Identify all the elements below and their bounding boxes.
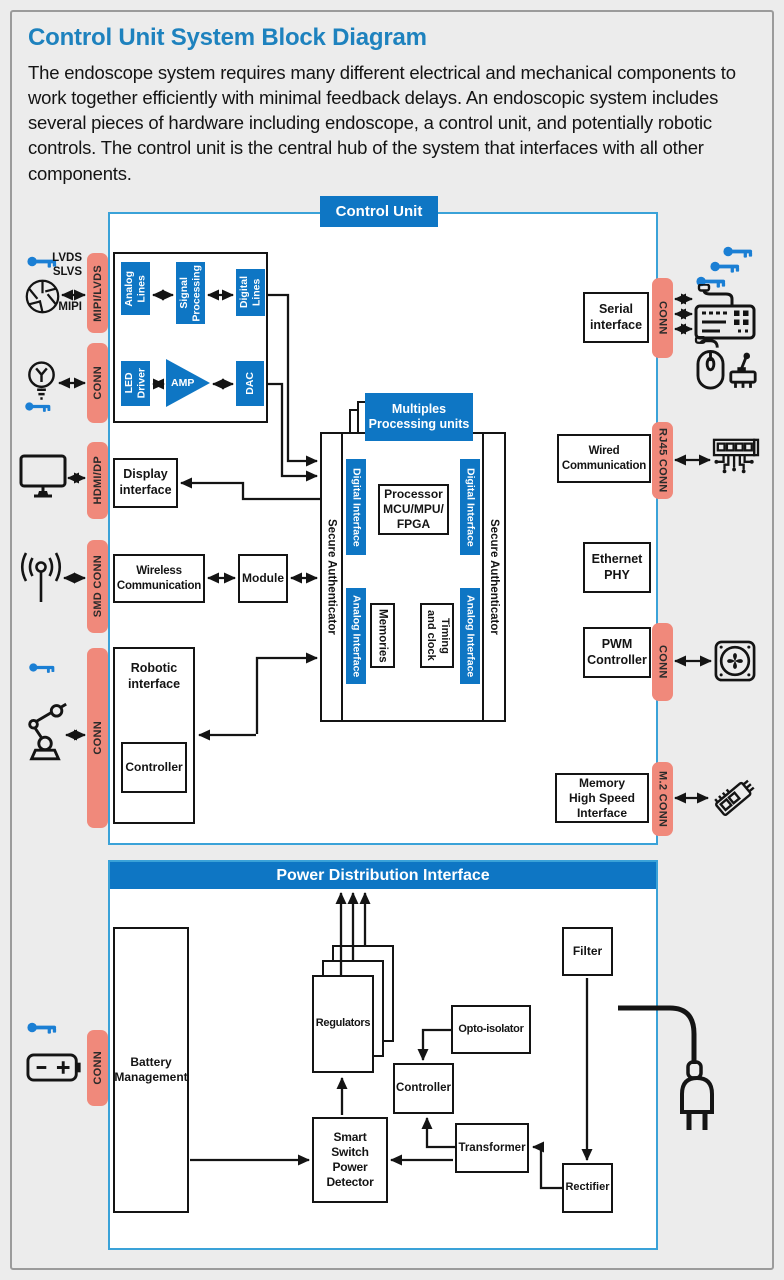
block-label: Secure Authenticator [488,519,501,635]
port-conn-fan: CONN [652,623,673,701]
processor-block: Processor MCU/MPU/ FPGA [378,484,449,535]
ethernet-switch-icon [712,438,760,474]
digital-interface-left: Digital Interface [346,459,366,555]
block-label: AMP [171,377,195,389]
robot-arm-icon [28,702,67,761]
block-label: Digital Lines [237,276,263,309]
page-border [10,10,774,1270]
control-unit-header: Control Unit [320,196,438,227]
key-icon [710,261,740,273]
port-mipi-lvds: MIPI/LVDS [87,253,108,333]
port-label: RJ45 CONN [656,428,669,493]
key-icon [27,256,57,268]
camera-aperture-icon [25,279,60,314]
analog-lines-block: Analog Lines [121,262,150,315]
monitor-icon [19,454,67,498]
port-rj45-conn: RJ45 CONN [652,422,673,499]
port-label: CONN [656,301,669,335]
analog-interface-left: Analog Interface [346,588,366,684]
battery-management-block: Battery Management [113,927,189,1213]
port-conn-robotic: CONN [87,648,108,828]
antenna-icon [20,552,62,602]
fan-icon [714,640,756,682]
digital-interface-right: Digital Interface [460,459,480,555]
block-label: LED Driver [122,368,148,399]
block-label: Analog Interface [350,594,363,678]
led-driver-block: LED Driver [121,361,150,406]
regulators-block: Regulators [312,975,374,1073]
robotic-interface-block: Robotic interface [113,647,195,824]
analog-interface-right: Analog Interface [460,588,480,684]
light-source-icon [28,361,55,400]
intro-paragraph: The endoscope system requires many diffe… [28,62,736,184]
dac-block: DAC [236,361,264,406]
port-conn-battery: CONN [87,1030,108,1106]
key-icon [25,402,51,412]
key-icon [27,1022,57,1034]
signal-label-mipi: MIPI [58,301,82,313]
key-icon [723,246,753,258]
display-interface-block: Display interface [113,458,178,508]
rectifier-block: Rectifier [562,1163,613,1213]
power-controller-block: Controller [393,1063,454,1114]
digital-lines-block: Digital Lines [236,269,265,316]
ethernet-phy-block: Ethernet PHY [583,542,651,593]
robotic-controller-block: Controller [121,742,187,793]
power-header: Power Distribution Interface [110,862,656,889]
filter-block: Filter [562,927,613,976]
block-label: Timing and clock [425,610,451,661]
port-m2-conn: M.2 CONN [652,762,673,836]
m2-ssd-icon [714,779,755,817]
mouse-icon [694,336,725,390]
block-label: DAC [243,372,256,395]
block-label: Secure Authenticator [325,519,338,635]
signal-processing-block: Signal Processing [176,262,205,324]
block-label: Analog Lines [122,270,148,307]
battery-icon [26,1053,81,1082]
key-icon [29,663,55,673]
port-conn-light: CONN [87,343,108,423]
timing-clock-block: Timing and clock [420,603,454,668]
memory-high-speed-block: Memory High Speed Interface [555,773,649,823]
secure-authenticator-right: Secure Authenticator [482,432,506,722]
smart-switch-block: Smart Switch Power Detector [312,1117,388,1203]
joystick-icon [729,352,757,388]
port-label: MIPI/LVDS [91,264,104,322]
wireless-communication-block: Wireless Communication [113,554,205,603]
block-label: Digital Interface [464,467,477,547]
secure-authenticator-left: Secure Authenticator [320,432,343,722]
wired-communication-block: Wired Communication [557,434,651,483]
port-label: HDMI/DP [91,456,104,505]
port-label: SMD CONN [91,555,104,618]
port-hdmi-dp: HDMI/DP [87,442,108,519]
block-label: Memories [376,608,389,663]
port-label: M.2 CONN [656,770,669,828]
port-label: CONN [91,1051,104,1085]
serial-interface-block: Serial interface [583,292,649,343]
opto-isolator-block: Opto-isolator [451,1005,531,1054]
pwm-controller-block: PWM Controller [583,627,651,678]
transformer-block: Transformer [455,1123,529,1173]
port-label: CONN [656,645,669,679]
keyboard-icon [694,284,756,340]
block-label: Analog Interface [464,594,477,678]
memories-block: Memories [370,603,395,668]
multiples-processing-units-block: Multiples Processing units [365,393,473,441]
block-label: Signal Processing [177,264,203,322]
port-smd-conn: SMD CONN [87,540,108,633]
block-label: Digital Interface [350,467,363,547]
port-label: CONN [91,366,104,400]
module-block: Module [238,554,288,603]
port-label: CONN [91,721,104,755]
page-title: Control Unit System Block Diagram [28,24,427,51]
port-conn-peripherals: CONN [652,278,673,358]
